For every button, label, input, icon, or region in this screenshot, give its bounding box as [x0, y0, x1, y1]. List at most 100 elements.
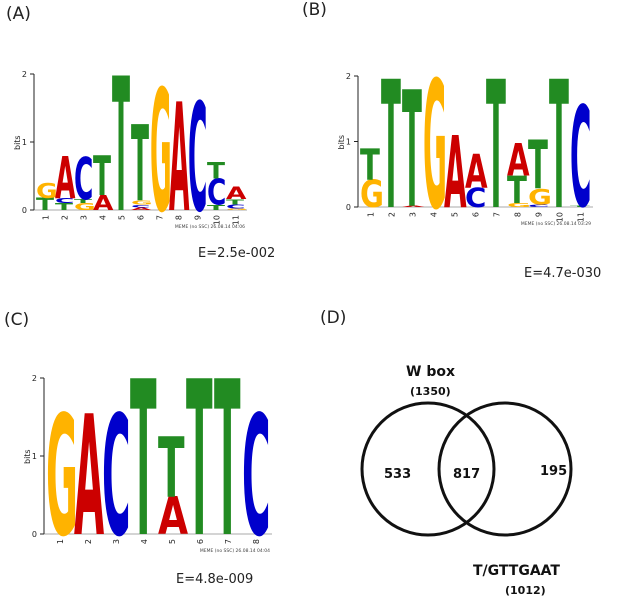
- position-label: 10: [213, 215, 222, 225]
- logo-letter-g: G: [36, 179, 58, 203]
- position-label: 10: [556, 212, 565, 222]
- position-label: 7: [493, 212, 502, 217]
- position-label: 6: [196, 539, 205, 544]
- logo-letter-t: T: [74, 198, 92, 204]
- logo-letter-t: T: [549, 44, 569, 249]
- logo-letter-a: A: [465, 145, 488, 199]
- logo-letter-g: G: [423, 44, 447, 249]
- y-tick-label: 1: [32, 452, 37, 461]
- position-label: 1: [56, 539, 65, 544]
- logo-letter-t: T: [570, 205, 590, 207]
- logo-letter-a: A: [93, 191, 114, 215]
- logo-letter-t: T: [36, 195, 54, 215]
- position-label: 2: [84, 539, 93, 544]
- position-label: 7: [156, 215, 165, 220]
- logo-letter-g: G: [131, 200, 153, 206]
- logo-letter-t: T: [207, 158, 225, 185]
- venn-set-a-count: (1350): [410, 385, 451, 398]
- y-tick-label: 0: [346, 203, 351, 212]
- logo-letter-c: C: [102, 381, 131, 574]
- meme-note: MEME (no SSC) 26.08.14 04:06: [175, 224, 245, 230]
- position-label: 1: [42, 215, 51, 220]
- venn-intersection: 817: [453, 467, 480, 482]
- position-label: 5: [118, 215, 127, 220]
- position-label: 6: [137, 215, 146, 220]
- venn-circle-w-box: [360, 401, 496, 537]
- logo-letter-t: T: [130, 336, 157, 585]
- y-axis-label: bits: [337, 135, 346, 150]
- position-label: 9: [535, 212, 544, 217]
- y-axis-label: bits: [13, 135, 22, 150]
- logo-letter-c: C: [207, 173, 226, 214]
- position-label: 8: [252, 539, 261, 544]
- logo-letter-t: T: [360, 140, 380, 190]
- logo-letter-t: T: [186, 336, 213, 585]
- y-tick-label: 1: [22, 138, 27, 147]
- logo-letter-a: A: [131, 207, 152, 211]
- logo-letter-t: T: [226, 198, 245, 207]
- logo-letter-t: T: [93, 147, 111, 209]
- logo-letter-c: C: [465, 182, 486, 214]
- logo-letter-c: C: [242, 381, 271, 574]
- y-tick-label: 0: [22, 206, 27, 215]
- position-label: 2: [388, 212, 397, 217]
- y-tick-label: 1: [346, 138, 351, 147]
- venn-set-a-title: W box: [406, 364, 455, 380]
- logo-letter-a: A: [507, 134, 530, 186]
- logo-letter-a: A: [158, 487, 188, 547]
- logo-letter-a: A: [226, 184, 246, 204]
- position-label: 3: [409, 212, 418, 217]
- logo-letter-a: A: [444, 116, 467, 231]
- position-label: 8: [175, 215, 184, 220]
- logo-letter-c: C: [188, 74, 207, 247]
- position-label: 4: [140, 539, 149, 544]
- position-label: 4: [99, 215, 108, 220]
- venn-set-b-title: T/GTTGAAT: [473, 563, 560, 579]
- logo-letter-a: A: [74, 381, 104, 574]
- logo-letter-g: G: [150, 56, 172, 250]
- logo-letter-t: T: [381, 44, 401, 249]
- logo-letter-a: A: [402, 205, 425, 207]
- y-axis-label: bits: [23, 449, 32, 464]
- logo-letter-t: T: [214, 336, 241, 585]
- logo-letter-g: G: [507, 202, 531, 208]
- meme-note: MEME (no SSC) 26.08.14 03:29: [521, 221, 591, 227]
- y-tick-label: 2: [22, 70, 27, 79]
- venn-only-b: 195: [540, 464, 567, 479]
- logo-letter-g: G: [528, 185, 552, 210]
- logo-letter-t: T: [486, 44, 506, 249]
- meme-note: MEME (no SSC) 26.08.14 04:04: [200, 548, 270, 554]
- position-label: 7: [224, 539, 233, 544]
- logo-letter-t: T: [402, 58, 422, 244]
- logo-letter-t: T: [112, 41, 130, 255]
- venn-only-a: 533: [384, 467, 411, 482]
- panel-a-label: (A): [6, 4, 31, 24]
- logo-letter-c: C: [528, 204, 549, 208]
- y-tick-label: 2: [346, 72, 351, 81]
- position-label: 8: [514, 212, 523, 217]
- position-label: 3: [80, 215, 89, 220]
- logo-letter-c: C: [74, 145, 93, 213]
- panel-d-label: (D): [320, 308, 347, 328]
- position-label: 2: [61, 215, 70, 220]
- position-label: 11: [577, 212, 586, 222]
- logo-letter-c: C: [226, 204, 245, 210]
- logo-letter-g: G: [360, 172, 384, 216]
- panel-b-evalue: E=4.7e-030: [524, 266, 602, 281]
- logo-letter-t: T: [158, 421, 185, 517]
- y-tick-label: 0: [32, 530, 37, 539]
- logo-letter-t: T: [507, 168, 527, 212]
- logo-letter-g: G: [226, 208, 248, 210]
- venn-circle-t-gttgaat: [437, 401, 573, 537]
- panel-b-label: (B): [302, 0, 327, 20]
- y-tick-label: 2: [32, 374, 37, 383]
- position-label: 11: [232, 215, 241, 225]
- logo-letter-t: T: [528, 128, 548, 206]
- position-label: 9: [194, 215, 203, 220]
- position-label: 6: [472, 212, 481, 217]
- logo-letter-c: C: [570, 77, 591, 239]
